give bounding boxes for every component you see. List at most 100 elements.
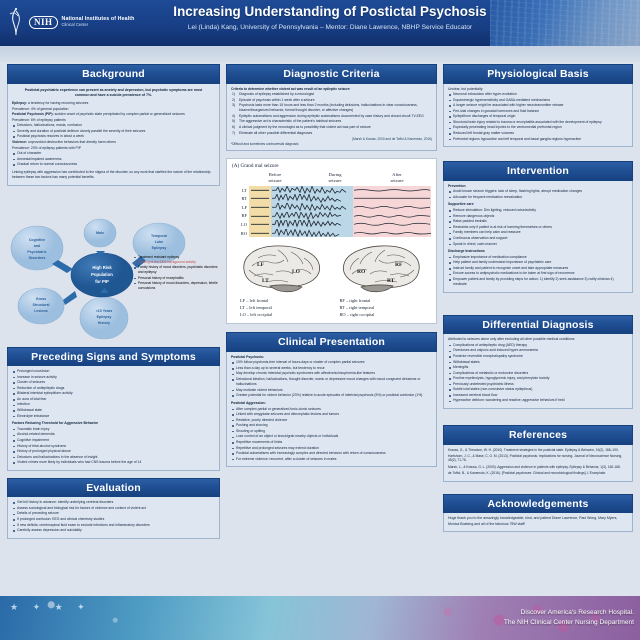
list-item: Delusions, hallucinations, mania, confus… [12, 123, 215, 128]
panel-body-clinical: Postictal Psychosis: 10% follow psychosi… [226, 351, 437, 468]
list-item: Bilateral interictal epileptiform activi… [12, 391, 215, 396]
eeg-seg-before [249, 194, 272, 203]
eeg-seg-before [249, 220, 272, 229]
brain-diagrams: LF LO LT [232, 240, 431, 296]
list-item: Empower patient and family by providing … [448, 277, 628, 287]
panel-body-evaluation: Get full history in advance: identify un… [7, 497, 220, 539]
title-block: Increasing Understanding of Postictal Ps… [140, 4, 520, 31]
list-item: Withdrawal states [448, 360, 628, 365]
diagnostic-note: *Difficult and sometimes controversial d… [231, 142, 299, 147]
eeg-channel-label: RT [241, 196, 247, 202]
eeg-seg-during [271, 185, 354, 195]
nih-org-subname: Clinical Center [61, 22, 89, 28]
page-title: Increasing Understanding of Postictal Ps… [173, 4, 487, 19]
reference-item: de Toffol, B., & Kanemoto, K. (2016). [P… [448, 470, 607, 475]
legend-item: RO – right occipital [339, 311, 375, 317]
panel-title-intervention: Intervention [443, 161, 633, 181]
middle-column: Diagnostic Criteria Criteria to determin… [226, 64, 437, 474]
header-underbar [0, 46, 640, 62]
eeg-channel-label: LO [240, 221, 247, 227]
panel-title-background: Background [7, 64, 220, 84]
list-item: Shouting or spitting [231, 429, 432, 434]
eeg-seg-before [249, 211, 272, 221]
list-item: Gradual return to normal consciousness [12, 162, 215, 167]
eeg-seg-before [249, 185, 272, 195]
background-pip-prevalence: Prevalence: 6% of epilepsy patients [12, 117, 66, 122]
list-item: Postictal automatisms with increasingly … [231, 451, 432, 456]
list-item: Personal history of encephalitis [133, 276, 219, 281]
list-item: Violent crimes more likely by individual… [12, 460, 215, 465]
node-label-gross-1: Gross [36, 297, 46, 301]
list-item: Alcohol-related dementia [12, 432, 215, 437]
list-item: Pushing and shoving [231, 423, 432, 428]
list-item: Reduce stimulation: Dim lighting, reduce… [448, 208, 628, 213]
eeg-row: RT [232, 194, 431, 203]
node-temporal-lobe-epilepsy [132, 222, 186, 263]
node-label-history-3: History [98, 321, 110, 325]
panel-diagnostic-criteria: Diagnostic Criteria Criteria to determin… [226, 64, 437, 152]
node-label-cognitive-2: and [34, 244, 40, 248]
eeg-seg-before [249, 228, 272, 238]
list-item: Structural brain injury related to traum… [448, 120, 628, 125]
panel-title-references: References [443, 425, 633, 445]
list-item: Postictal psychosis resolves in about a … [12, 134, 215, 139]
def-epilepsy: a tendency for having recurring seizures [27, 101, 89, 105]
caduceus-icon [9, 7, 20, 36]
list-item: Dopaminergic hypersensitivity and GABA-m… [448, 98, 628, 103]
brain-label-rt: RT [387, 278, 395, 284]
eeg-row: RF [232, 211, 431, 221]
panel-evaluation: Evaluation Get full history in advance: … [7, 477, 220, 539]
eeg-row: LF [232, 202, 431, 212]
background-closing: Linking epilepsy with aggression has con… [12, 169, 211, 180]
brain-legend: LF – left frontal LT – left temporal LO … [232, 298, 431, 318]
panel-body-diagnostic: Criteria to determine whether violent ac… [226, 83, 437, 152]
risk-factor-list: Treatment resistant epilepsy Slowing of … [133, 255, 219, 292]
list-item: Ensure access to antipsychotic medicatio… [448, 271, 628, 276]
panel-title-differential: Differential Diagnosis [443, 314, 633, 335]
panel-title-physiological: Physiological Basis [443, 64, 633, 84]
brain-label-lf: LF [257, 262, 265, 268]
panel-title-evaluation: Evaluation [7, 477, 220, 498]
legend-item: LO – left occipital [240, 311, 273, 317]
eeg-seg-during [271, 220, 354, 229]
list-item: A longer seizure might be associated wit… [448, 103, 628, 108]
eeg-seg-after [353, 211, 431, 221]
eeg-seg-during [271, 194, 354, 203]
list-item: Epileptiform discharges of temporal orig… [448, 114, 628, 119]
poster-footer: ★ ✦ ★ ✦ Discover America's Research Hosp… [0, 596, 640, 640]
list-item: Advocate for frequent medication reevalu… [448, 195, 628, 200]
list-item: Especially penetrating head injuries to … [448, 125, 628, 130]
list-item: A clinical judgment by the neurologist a… [232, 125, 371, 130]
right-column: Physiological Basis Unclear, but potenti… [443, 64, 633, 539]
preceding-sub-bullets: Traumatic brain injury Alcohol-related d… [12, 427, 215, 466]
acknowledgements-text: Huge thank you to the amazingly knowledg… [448, 516, 618, 526]
panel-background: Background Postictal psychiatric experie… [7, 64, 220, 186]
list-item: Withdrawal state [12, 408, 215, 413]
list-item: Epileptic automatisms and aggression dur… [232, 113, 424, 119]
list-item: Treatment resistant epilepsy [133, 255, 219, 260]
intervention-supportive-bullets: Reduce stimulation: Dim lighting, reduce… [448, 208, 628, 247]
list-item: Raise padded bedrails [448, 219, 628, 224]
list-item: Complications of antiepileptic drug (AED… [448, 343, 628, 348]
risk-population-diagram: Cognitive and Psychiatric Disorders Male… [7, 193, 220, 345]
list-item: Diagnosis of epilepsy established by a n… [232, 92, 315, 97]
background-violence-bullets: Out of character Amnesia/impaired awaren… [12, 151, 215, 167]
list-item: Help patient and family understand impor… [448, 260, 628, 265]
list-item: Remove dangerous objects [448, 214, 628, 219]
eeg-seg-after [353, 220, 431, 229]
list-item: An aura of ictal fear [12, 397, 215, 402]
def-violence: unprovoked destructive behaviors that di… [27, 139, 116, 144]
list-item: Cluster of seizures [12, 380, 215, 385]
legend-item: LT – left temporal [240, 304, 272, 310]
list-item: Avoid known seizure triggers: lack of sl… [448, 189, 628, 194]
list-item: Overdoses and valproic acid induced hype… [448, 348, 628, 353]
background-epilepsy-prevalence: Prevalence: 4% of general population [12, 106, 69, 111]
panel-acknowledgements: Acknowledgements Huge thank you to the a… [443, 493, 633, 533]
eeg-channel-label: RF [241, 213, 247, 219]
list-item: Greater potential for violent behavior (… [231, 393, 432, 398]
brain-label-rf: RF [395, 262, 403, 268]
